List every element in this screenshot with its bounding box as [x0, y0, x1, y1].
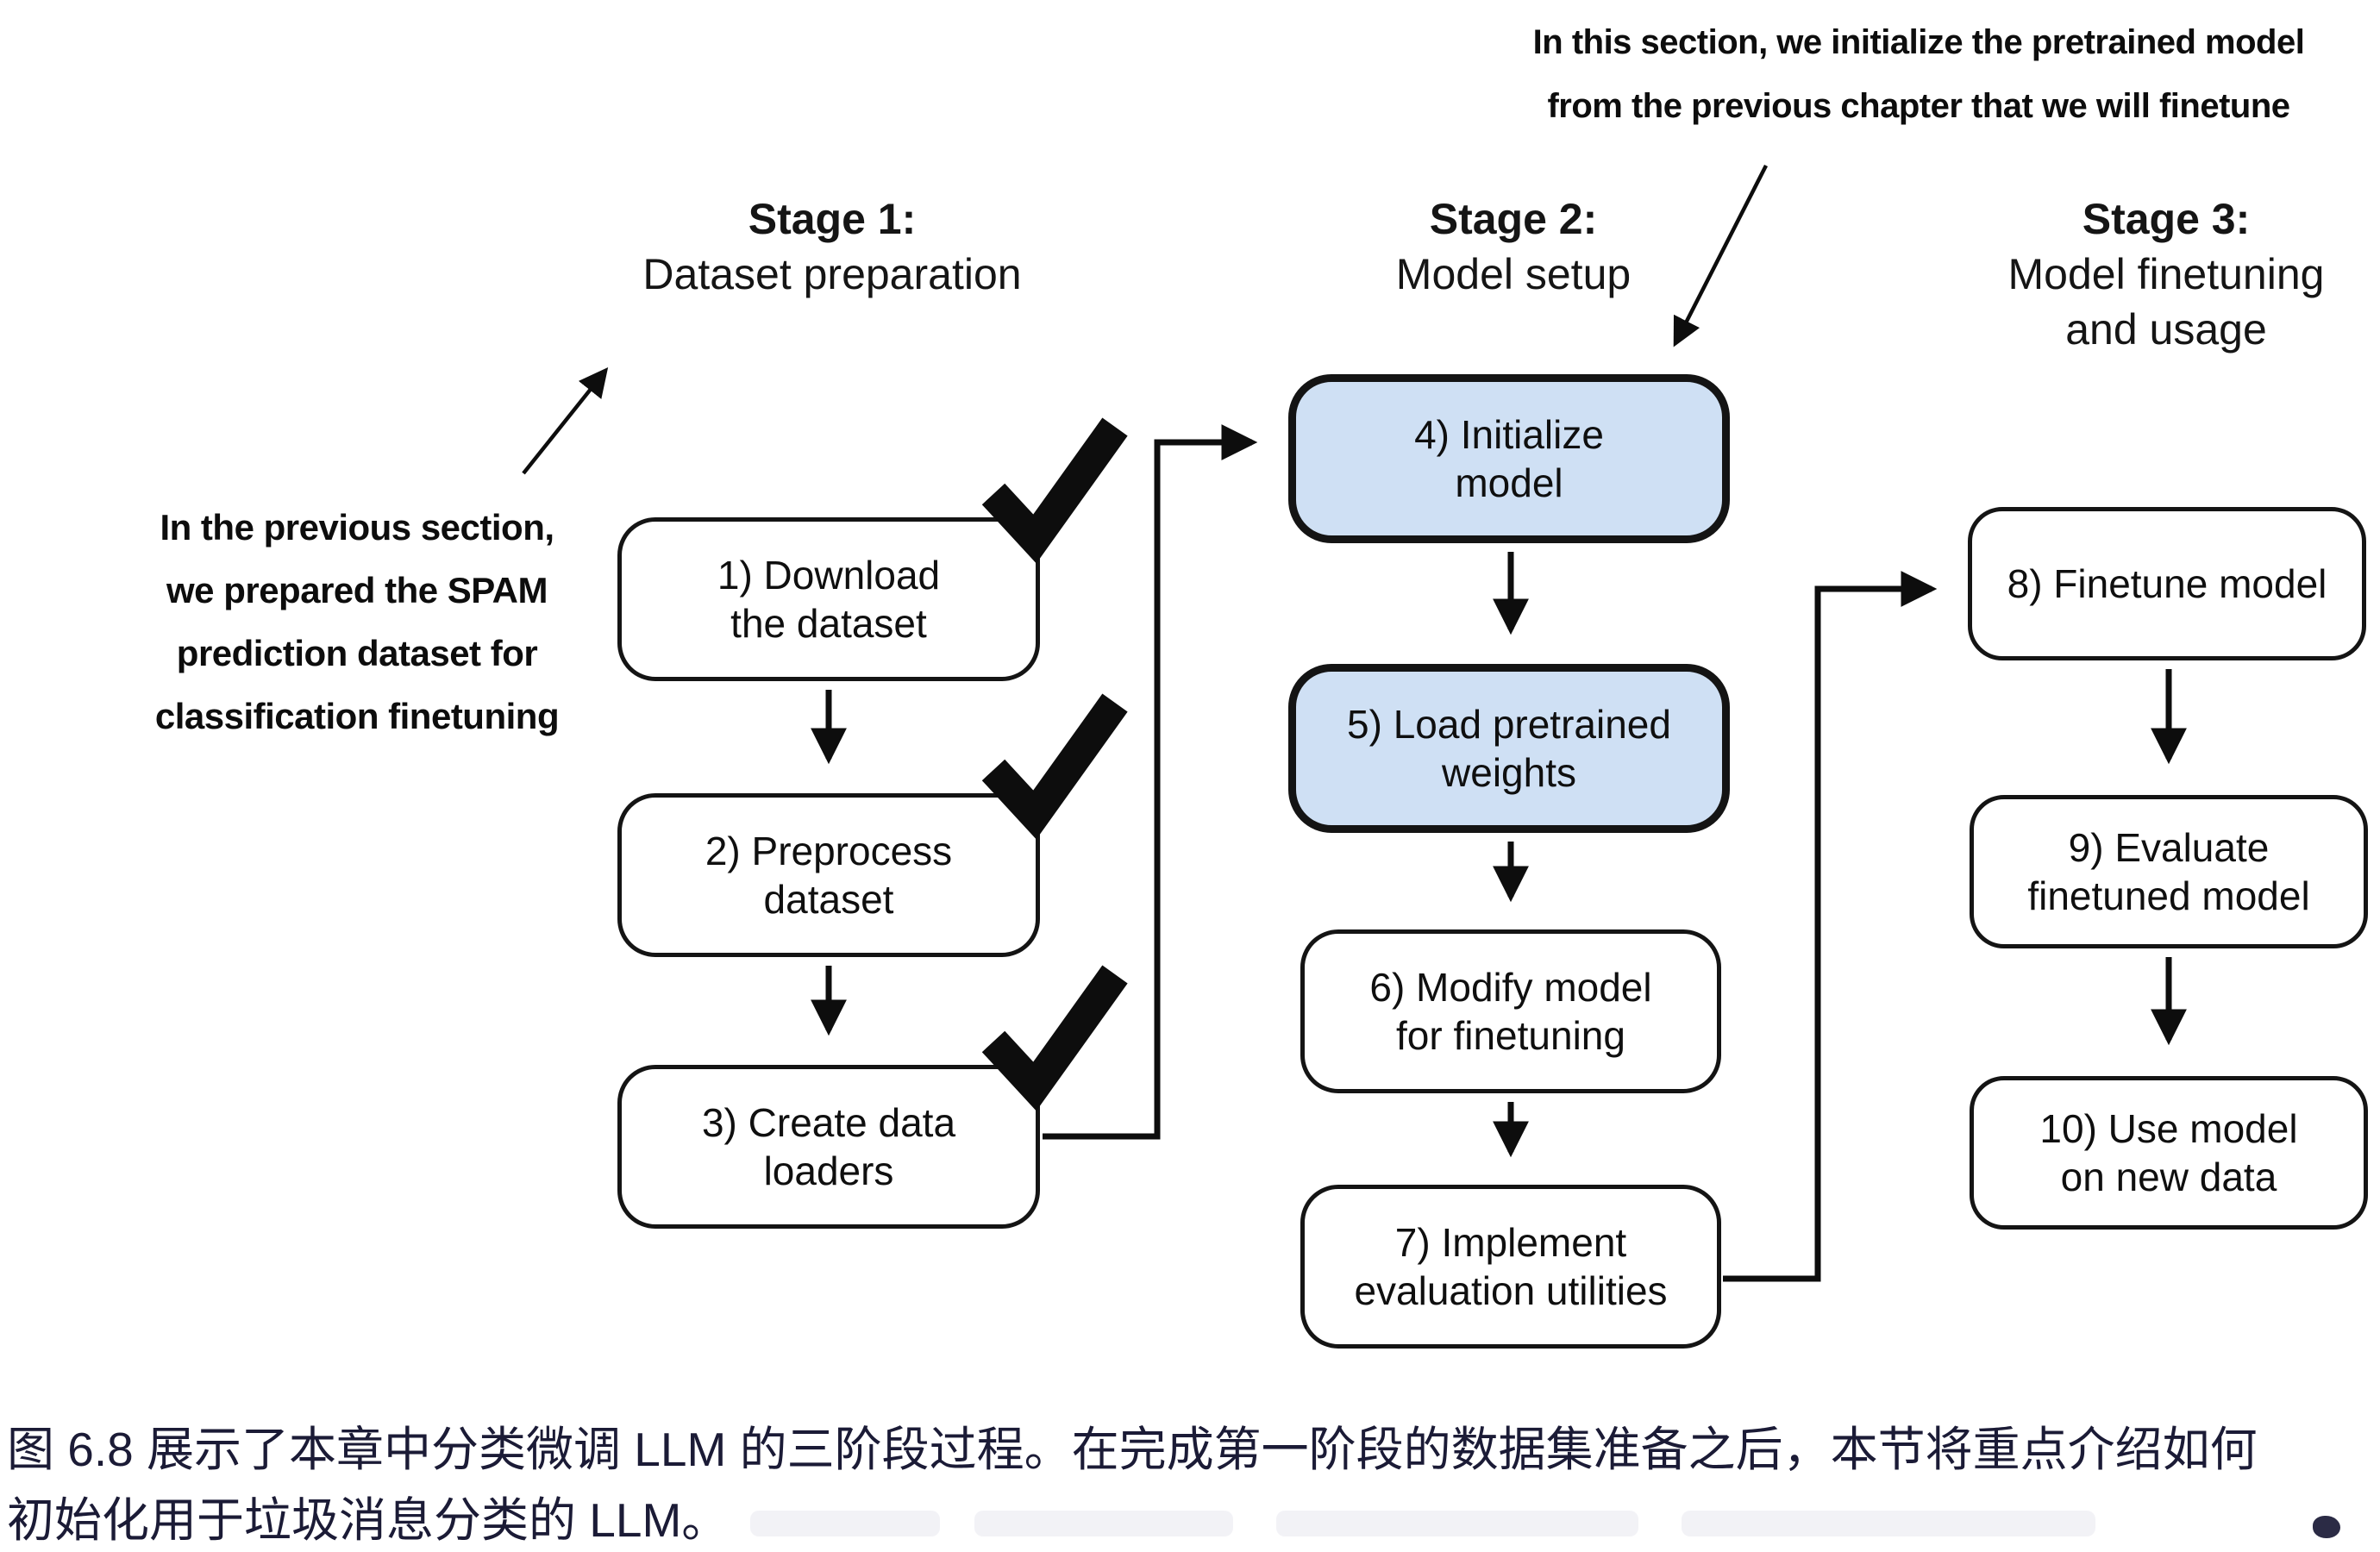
- box-4-initialize-model: 4) Initialize model: [1288, 374, 1730, 543]
- box-8-finetune-model: 8) Finetune model: [1968, 507, 2366, 660]
- stage-1-title: Stage 1:: [748, 195, 917, 243]
- box-7-implement-evaluation-utilities: 7) Implement evaluation utilities: [1300, 1185, 1721, 1349]
- stage-2-title: Stage 2:: [1429, 195, 1598, 243]
- stage-3-title: Stage 3:: [2082, 195, 2251, 243]
- box-3-create-data-loaders: 3) Create data loaders: [617, 1065, 1040, 1229]
- stage-1-header: Stage 1: Dataset preparation: [573, 191, 1091, 302]
- artifact-dot: [2313, 1516, 2340, 1538]
- stage-1-subtitle: Dataset preparation: [642, 250, 1022, 298]
- ghost-artifact: [1276, 1511, 1638, 1536]
- box-2-preprocess-dataset: 2) Preprocess dataset: [617, 793, 1040, 957]
- stage-3-header: Stage 3: Model finetuning and usage: [1907, 191, 2380, 357]
- connector-box7-box8-icon: [1723, 571, 1938, 1282]
- stage-2-subtitle: Model setup: [1395, 250, 1632, 298]
- box-9-evaluate-finetuned-model: 9) Evaluate finetuned model: [1970, 795, 2368, 948]
- box-5-load-pretrained-weights: 5) Load pretrained weights: [1288, 664, 1730, 833]
- box-1-download-dataset: 1) Download the dataset: [617, 517, 1040, 681]
- stage-3-subtitle: Model finetuning and usage: [2007, 250, 2325, 354]
- connector-box3-box4-icon: [1043, 424, 1258, 1140]
- stage-2-header: Stage 2: Model setup: [1255, 191, 1772, 302]
- ghost-artifact: [974, 1511, 1233, 1536]
- figure-caption: 图 6.8 展示了本章中分类微调 LLM 的三阶段过程。在完成第一阶段的数据集准…: [7, 1423, 2258, 1547]
- box-10-use-model-new-data: 10) Use model on new data: [1970, 1076, 2368, 1230]
- ghost-artifact: [750, 1511, 940, 1536]
- annotation-top: In this section, we initialize the pretr…: [1532, 23, 2305, 125]
- ghost-artifact: [1682, 1511, 2095, 1536]
- arrow-left-annotation-to-stage1-icon: [522, 367, 609, 475]
- annotation-left: In the previous section, we prepared the…: [154, 507, 560, 736]
- box-6-modify-model: 6) Modify model for finetuning: [1300, 929, 1721, 1093]
